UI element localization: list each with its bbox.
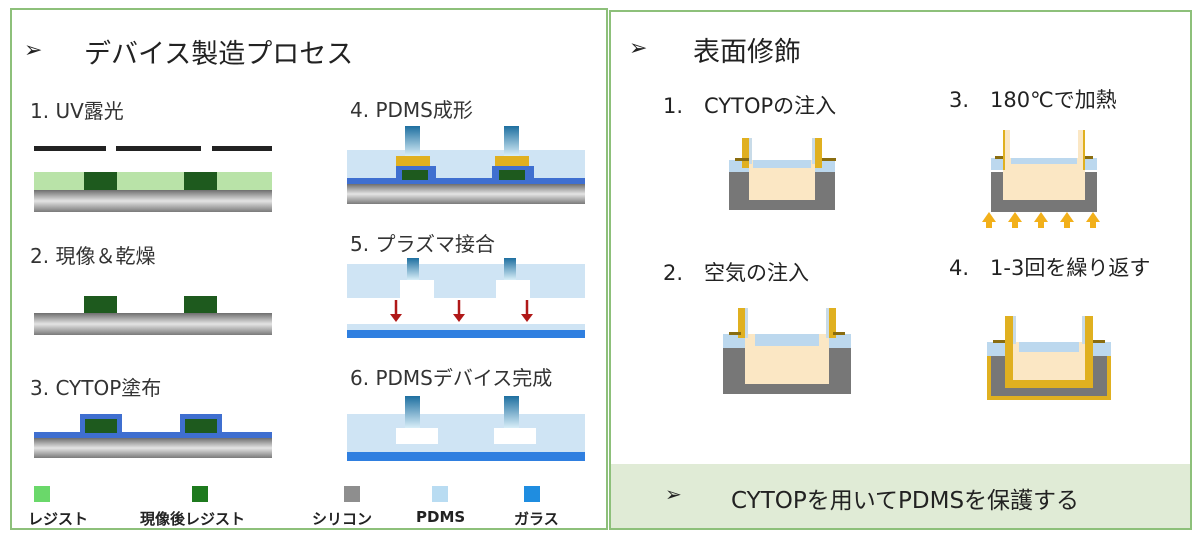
heat-arrow-up-icon	[982, 212, 1100, 228]
surface-modification-title: 表面修飾	[693, 37, 801, 68]
pdms-molding-diagram	[347, 126, 585, 204]
step-air-injection-label: 2. 空気の注入	[663, 261, 810, 285]
fabrication-process-panel: ➢ デバイス製造プロセス 1. UV露光 2. 現像＆乾燥 3. CYTOP塗布…	[10, 8, 608, 530]
legend-pdms-label: PDMS	[416, 508, 466, 526]
summary-banner: ➢ CYTOPを用いてPDMSを保護する	[611, 464, 1190, 528]
bullet-icon: ➢	[24, 38, 43, 63]
step-repeat-label: 4. 1-3回を繰り返す	[949, 256, 1151, 280]
repeat-diagram	[987, 316, 1111, 400]
step-cytop-injection-label: 1. CYTOPの注入	[663, 94, 837, 118]
photomask	[34, 146, 272, 151]
legend-silicon-label: シリコン	[312, 510, 373, 528]
step-pdms-molding-label: 4. PDMS成形	[350, 98, 473, 122]
cytop-coated-substrate	[34, 414, 272, 458]
air-injection-diagram	[723, 308, 851, 394]
heating-diagram	[982, 130, 1100, 228]
summary-text: CYTOPを用いてPDMSを保護する	[731, 488, 1080, 514]
arrow-down-icon	[390, 300, 533, 322]
legend-swatch-silicon	[344, 486, 360, 502]
legend-swatch-resist	[34, 486, 50, 502]
fabrication-diagrams	[34, 126, 585, 461]
legend-swatch-glass	[524, 486, 540, 502]
developed-substrate	[34, 296, 272, 335]
surface-modification-panel: ➢ 表面修飾 1. CYTOPの注入 2. 空気の注入 3. 180℃で加熱 4…	[609, 10, 1192, 530]
device-complete-diagram	[347, 396, 585, 461]
step-device-complete-label: 6. PDMSデバイス完成	[350, 366, 553, 390]
uv-exposure-substrate	[34, 172, 272, 212]
step-uv-exposure-label: 1. UV露光	[30, 99, 124, 123]
cytop-injection-diagram	[729, 138, 836, 210]
step-develop-dry-label: 2. 現像＆乾燥	[30, 244, 156, 268]
legend-swatch-pdms	[432, 486, 448, 502]
step-cytop-coat-label: 3. CYTOP塗布	[30, 376, 162, 400]
bullet-icon: ➢	[665, 482, 682, 506]
legend-glass-label: ガラス	[514, 510, 559, 528]
step-heating-label: 3. 180℃で加熱	[949, 88, 1117, 112]
legend-swatch-developed-resist	[192, 486, 208, 502]
plasma-bonding-diagram	[347, 258, 585, 338]
fabrication-title: デバイス製造プロセス	[84, 39, 354, 70]
legend-developed-resist-label: 現像後レジスト	[140, 510, 246, 528]
step-plasma-bonding-label: 5. プラズマ接合	[350, 232, 496, 256]
bullet-icon: ➢	[629, 36, 648, 61]
surface-modification-diagrams	[723, 130, 1111, 400]
legend-resist-label: レジスト	[28, 510, 89, 528]
